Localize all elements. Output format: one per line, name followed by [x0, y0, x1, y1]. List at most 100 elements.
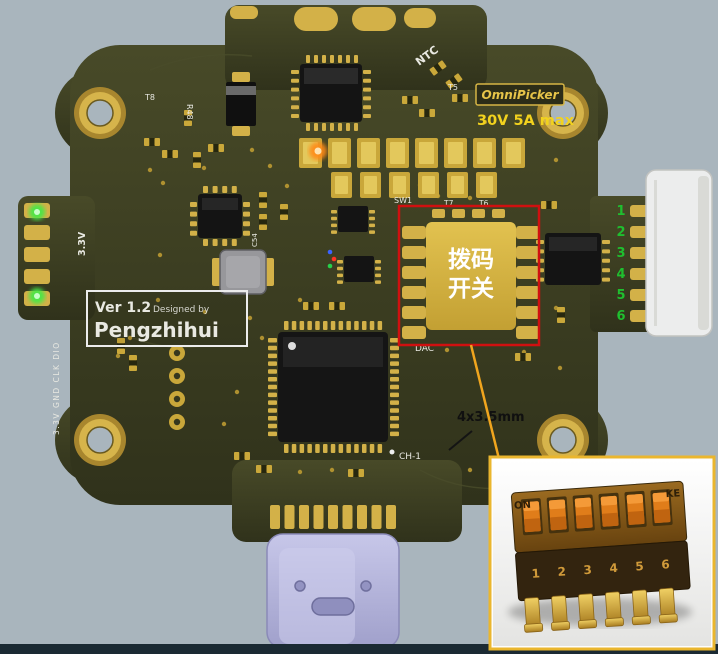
via — [157, 252, 163, 258]
ic-pin — [222, 186, 228, 193]
passive-end — [218, 144, 224, 152]
passive-end — [144, 138, 150, 146]
ic-pin — [203, 186, 208, 193]
ic-pin — [243, 211, 250, 217]
switch-slider-top — [600, 495, 618, 506]
passive-component — [256, 465, 272, 473]
passive-end — [154, 138, 160, 146]
c54-label: C54 — [251, 233, 259, 247]
ic-pin — [307, 444, 312, 453]
ic-pin — [268, 423, 277, 429]
ic-pin — [291, 444, 297, 453]
passive-end — [551, 201, 557, 209]
passive-end — [193, 152, 201, 158]
hole — [86, 426, 114, 454]
edge-pad — [24, 269, 50, 284]
ic-pin — [203, 239, 208, 246]
passive-end — [515, 353, 521, 361]
ic-pin — [330, 55, 334, 63]
left-edge-pin-labels: 3.3V GND CLK DIO — [52, 341, 61, 435]
passive-end — [172, 150, 178, 158]
ic-pin — [337, 273, 343, 278]
dip-pad — [402, 246, 426, 259]
ic-pin — [243, 230, 250, 236]
via — [557, 365, 563, 371]
ic-pin — [330, 123, 334, 131]
edge-pad — [24, 225, 50, 240]
passive-body — [184, 115, 192, 121]
ic-pin — [346, 55, 350, 63]
passive-body — [424, 109, 430, 117]
passive-end — [462, 94, 468, 102]
via — [467, 195, 473, 201]
ic-pin — [369, 223, 375, 228]
passive-components — [117, 60, 565, 477]
usb-sheen — [279, 548, 355, 644]
capacitor-face — [477, 142, 492, 164]
passive-end — [208, 144, 214, 152]
capacitor-face — [332, 142, 347, 164]
edge-pad — [24, 247, 50, 262]
passive-body — [546, 201, 552, 209]
passive-component — [515, 353, 531, 361]
dip-switch-photo: ON KE 1 2 3 4 5 6 — [510, 480, 691, 633]
ic-pin — [291, 114, 299, 118]
ic-pin — [369, 216, 375, 221]
led-core — [314, 147, 322, 155]
ic-pin — [323, 321, 328, 330]
passive-end — [402, 96, 408, 104]
ic-pin — [369, 321, 375, 330]
ic-sheen — [304, 68, 358, 84]
passive-end — [266, 465, 272, 473]
via — [267, 163, 273, 169]
via-hole — [173, 418, 181, 426]
passive-end — [557, 307, 565, 313]
ic-pin — [291, 321, 297, 330]
side-ic — [545, 233, 601, 285]
pad — [232, 72, 250, 82]
usb-screw-hole — [294, 580, 306, 592]
dip-pad — [402, 266, 426, 279]
ic-pin — [190, 202, 197, 207]
rating-label: 30V 5A max — [477, 113, 575, 129]
trace — [149, 53, 253, 71]
edge-pad — [230, 6, 258, 19]
ic-pin — [268, 377, 277, 382]
mcu-sheen — [283, 337, 383, 367]
dac-label: DAC — [415, 344, 434, 354]
ic-pin — [212, 239, 218, 246]
ic-pin — [602, 258, 610, 263]
dip-pad — [492, 209, 505, 218]
dip-pin-foot — [658, 613, 678, 624]
ic-pin — [390, 423, 399, 429]
t8-label: T8 — [144, 93, 155, 102]
gold-via-column — [169, 345, 185, 430]
via — [247, 315, 253, 321]
passive-end — [280, 204, 288, 210]
passive-end — [129, 355, 137, 361]
via — [444, 347, 450, 353]
t6-label: T6 — [478, 199, 489, 208]
ic-pin — [330, 444, 336, 453]
switch-front-face — [515, 540, 691, 602]
ic-pin — [363, 87, 371, 92]
dip-switch-pads — [402, 209, 540, 339]
dip-pad — [516, 266, 540, 279]
ic-pin — [268, 400, 277, 405]
switch-slider-top — [652, 492, 669, 503]
inductor-face — [226, 256, 260, 288]
passive-component — [303, 302, 319, 310]
edge-pad — [352, 7, 396, 31]
via — [482, 119, 488, 125]
switch-numbers: 1 2 3 4 5 6 — [531, 557, 670, 581]
dip-switch-pad-area — [426, 222, 516, 330]
dip-pad — [516, 226, 540, 239]
ic-pin — [331, 230, 337, 234]
capacitor-face — [480, 176, 493, 194]
passive-component — [429, 60, 447, 76]
version-box-frame — [86, 290, 248, 347]
via — [160, 180, 166, 186]
switch-slider-bottom — [601, 512, 619, 527]
ic-pin — [268, 384, 277, 390]
passive-body — [407, 96, 413, 104]
